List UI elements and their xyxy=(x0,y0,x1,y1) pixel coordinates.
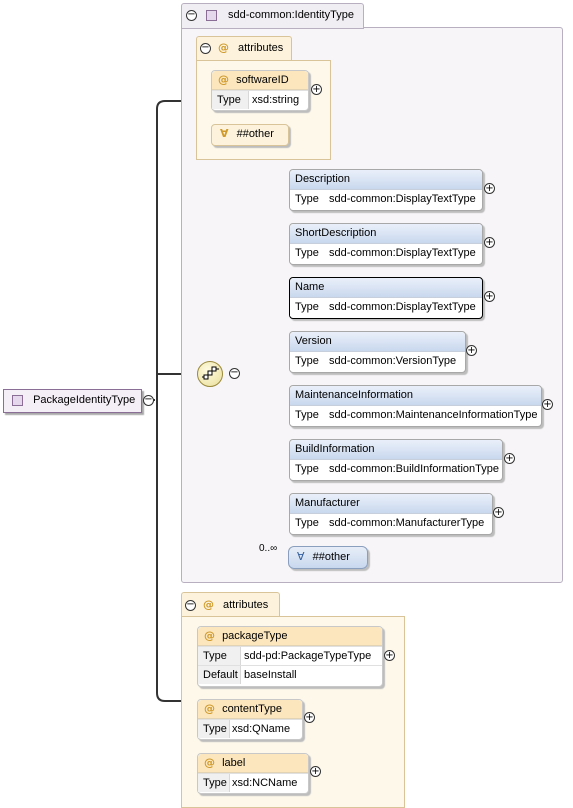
package-type-name: packageType xyxy=(222,630,288,642)
complex-type-icon xyxy=(12,394,23,406)
expand-name-button[interactable]: + xyxy=(484,291,495,302)
collapse-outer-attributes-button[interactable]: − xyxy=(185,599,196,611)
type-key: Type xyxy=(290,514,323,532)
other-attribute-label: ##other xyxy=(236,128,274,140)
software-id-name: softwareID xyxy=(236,74,289,86)
description-type: sdd-common:DisplayTextType xyxy=(329,193,476,205)
package-identity-type-label: PackageIdentityType xyxy=(33,394,136,406)
attribute-icon: @ xyxy=(204,702,215,715)
type-key: Type xyxy=(290,460,323,478)
expand-build-information-button[interactable]: + xyxy=(504,453,515,464)
short-description-type: sdd-common:DisplayTextType xyxy=(329,247,476,259)
manufacturer-element[interactable]: Manufacturer Type sdd-common:Manufacturer… xyxy=(289,493,493,535)
maintenance-information-name: MaintenanceInformation xyxy=(290,386,541,406)
label-attr-name: label xyxy=(222,757,246,769)
expand-description-button[interactable]: + xyxy=(484,183,495,194)
collapse-root-button[interactable]: − xyxy=(143,394,154,406)
any-occurrence-label: 0..∞ xyxy=(259,543,278,554)
type-key: Type xyxy=(212,91,249,109)
name-type: sdd-common:DisplayTextType xyxy=(329,301,476,313)
expand-label-button[interactable]: + xyxy=(310,766,321,777)
name-name: Name xyxy=(290,278,482,298)
any-attribute-icon: ∀ xyxy=(220,127,229,140)
type-key: Type xyxy=(290,352,323,370)
short-description-name: ShortDescription xyxy=(290,224,482,244)
inner-attributes-label: attributes xyxy=(238,42,284,54)
type-key: Type xyxy=(198,647,241,665)
package-type-default: baseInstall xyxy=(244,669,297,681)
sequence-compositor[interactable] xyxy=(197,361,223,387)
version-name: Version xyxy=(290,332,465,352)
software-id-type: xsd:string xyxy=(252,94,300,106)
expand-software-id-button[interactable]: + xyxy=(311,84,322,95)
outer-attributes-tab[interactable]: − @ attributes xyxy=(181,592,280,617)
attribute-icon: @ xyxy=(204,629,215,642)
attribute-icon: @ xyxy=(218,41,229,54)
inner-attributes-tab[interactable]: − @ attributes xyxy=(196,36,292,61)
outer-attributes-label: attributes xyxy=(223,599,269,611)
expand-content-type-button[interactable]: + xyxy=(304,712,315,723)
attribute-icon: @ xyxy=(203,598,214,611)
expand-short-description-button[interactable]: + xyxy=(484,237,495,248)
expand-version-button[interactable]: + xyxy=(466,345,477,356)
build-information-element[interactable]: BuildInformation Type sdd-common:BuildInf… xyxy=(289,439,503,481)
type-key: Type xyxy=(290,406,323,424)
complex-type-icon xyxy=(206,10,217,21)
expand-maintenance-information-button[interactable]: + xyxy=(542,399,553,410)
build-information-name: BuildInformation xyxy=(290,440,502,460)
description-name: Description xyxy=(290,170,482,190)
name-element[interactable]: Name Type sdd-common:DisplayTextType xyxy=(289,277,483,319)
manufacturer-type: sdd-common:ManufacturerType xyxy=(329,517,485,529)
collapse-identity-type-button[interactable]: − xyxy=(186,9,197,21)
identity-type-label: sdd-common:IdentityType xyxy=(228,9,354,21)
label-attr-type: xsd:NCName xyxy=(232,777,298,789)
collapse-inner-attributes-button[interactable]: − xyxy=(200,42,211,54)
type-key: Type xyxy=(290,298,323,316)
other-element-label: ##other xyxy=(312,551,350,563)
type-key: Type xyxy=(290,190,323,208)
other-element-wildcard[interactable]: ∀ ##other xyxy=(288,546,368,569)
maintenance-information-element[interactable]: MaintenanceInformation Type sdd-common:Ma… xyxy=(289,385,542,427)
identity-type-header[interactable]: − sdd-common:IdentityType xyxy=(181,3,364,29)
any-element-icon: ∀ xyxy=(297,550,305,563)
attribute-icon: @ xyxy=(218,73,229,86)
version-type: sdd-common:VersionType xyxy=(329,355,457,367)
package-type-type: sdd-pd:PackageTypeType xyxy=(244,650,372,662)
expand-package-type-button[interactable]: + xyxy=(384,650,395,661)
collapse-sequence-button[interactable]: − xyxy=(229,367,240,379)
attribute-icon: @ xyxy=(204,756,215,769)
other-attribute-wildcard[interactable]: ∀ ##other xyxy=(211,124,289,146)
version-element[interactable]: Version Type sdd-common:VersionType xyxy=(289,331,466,373)
sequence-icon xyxy=(202,366,219,380)
short-description-element[interactable]: ShortDescription Type sdd-common:DisplayT… xyxy=(289,223,483,265)
maintenance-information-type: sdd-common:MaintenanceInformationType xyxy=(329,409,538,421)
type-key: Type xyxy=(198,774,230,792)
type-key: Type xyxy=(198,720,230,738)
type-key: Type xyxy=(290,244,323,262)
manufacturer-name: Manufacturer xyxy=(290,494,492,514)
build-information-type: sdd-common:BuildInformationType xyxy=(329,463,499,475)
content-type-type: xsd:QName xyxy=(232,723,291,735)
description-element[interactable]: Description Type sdd-common:DisplayTextTy… xyxy=(289,169,483,211)
package-identity-type-node[interactable]: PackageIdentityType xyxy=(3,389,142,413)
expand-manufacturer-button[interactable]: + xyxy=(493,507,504,518)
content-type-name: contentType xyxy=(222,703,282,715)
default-key: Default xyxy=(198,666,241,684)
